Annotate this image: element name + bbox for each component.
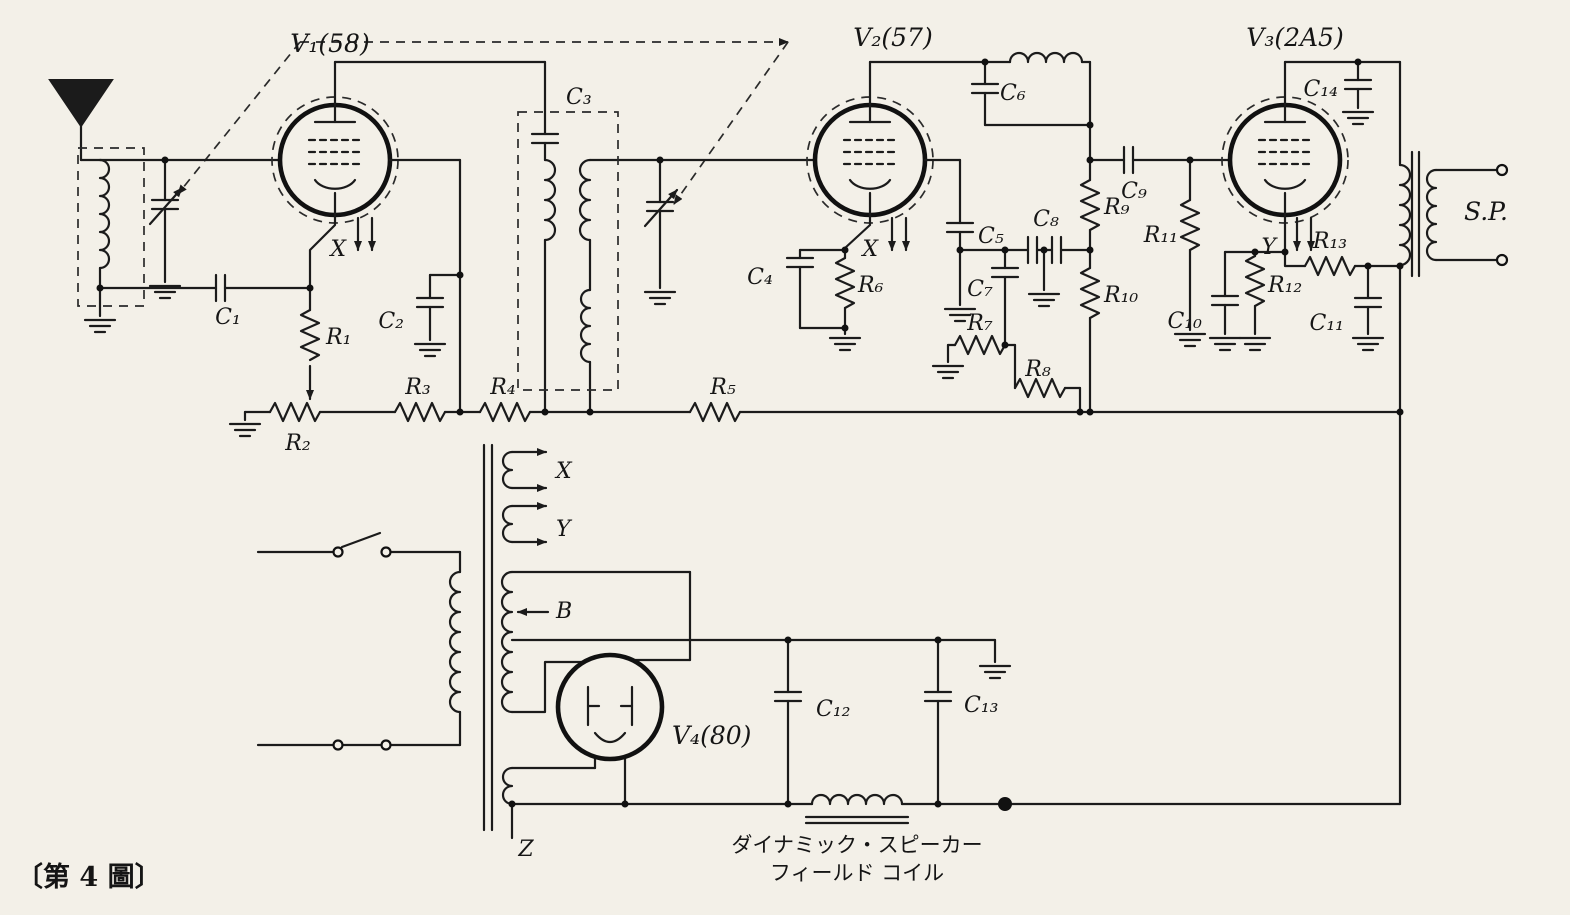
capacitor-c1: [98, 273, 312, 303]
label-c12: C₁₂: [816, 697, 850, 722]
field-coil: [810, 793, 904, 806]
label-c3: C₃: [566, 85, 592, 110]
label-c4: C₄: [747, 265, 773, 290]
pt-primary-coil: [448, 570, 462, 714]
label-field-coil-line1: ダイナミック・スピーカー: [731, 833, 982, 857]
label-c9: C₉: [1121, 179, 1147, 204]
label-v2: V₂(57): [853, 23, 932, 52]
plate-load-coil: [1008, 51, 1084, 64]
label-v4: V₄(80): [672, 721, 751, 750]
if-secondary-coil: [578, 158, 592, 242]
junction-dots: [96, 58, 1404, 808]
label-c5: C₅: [978, 224, 1004, 249]
power-supply: X Y B Z V₄(80) C₁₂ C₁₃ ダイナミック・スピーカー フィール…: [256, 443, 1402, 885]
output-transformer: S.P.: [1398, 150, 1509, 806]
label-v3: V₃(2A5): [1246, 23, 1343, 52]
v1-heater-leads: [354, 216, 376, 252]
speaker-terminal-top: [1495, 163, 1509, 177]
label-winding-y: Y: [556, 517, 573, 542]
tuning-capacitor-1: [148, 158, 184, 284]
label-c8: C₈: [1033, 207, 1059, 232]
tube-v1: [280, 105, 390, 215]
label-r11: R₁₁: [1143, 223, 1178, 248]
label-r13: R₁₃: [1312, 229, 1347, 254]
if-primary-coil: [543, 158, 557, 242]
label-c7: C₇: [967, 277, 993, 302]
label-r1: R₁: [325, 325, 351, 350]
bias-bus: R₂ R₃ R₄ R₅: [228, 375, 1402, 456]
label-c11: C₁₁: [1310, 311, 1344, 336]
solder-blob: [998, 797, 1012, 811]
label-c6: C₆: [1000, 81, 1026, 106]
pt-y-winding: [501, 504, 514, 544]
line-terminal: [380, 739, 392, 751]
v1-stage: V₁(58) X R₁ C₂: [271, 29, 547, 414]
if-transformer: C₃: [517, 60, 817, 414]
tube-v4: [558, 655, 662, 759]
label-field-coil-line2: フィールド コイル: [770, 861, 944, 885]
v3-stage: V₃(2A5) Y: [1168, 23, 1402, 352]
label-c2: C₂: [378, 309, 404, 334]
switch-terminal: [380, 546, 392, 558]
pt-filament-winding: [501, 766, 514, 806]
label-winding-x: X: [554, 459, 573, 484]
label-r8: R₈: [1024, 357, 1051, 382]
tube-v2: [815, 105, 925, 215]
gang-tuning-link: [177, 38, 789, 205]
switch-terminal: [332, 546, 344, 558]
label-r7: R₇: [966, 311, 993, 336]
label-r4: R₄: [489, 375, 515, 400]
label-v1-heater-x: X: [328, 237, 347, 262]
v3-heater-leads: [1293, 216, 1315, 252]
label-c10: C₁₀: [1168, 309, 1203, 334]
label-r5: R₅: [709, 375, 736, 400]
coupling-network: C₅ C₈ C₇ R₇ R₈ R₉ R₁₀ C₉ R₁₁: [931, 123, 1232, 414]
v2-heater-leads: [888, 216, 910, 252]
label-v3-heater-y: Y: [1261, 235, 1278, 260]
output-secondary-coil: [1425, 168, 1438, 262]
label-v1: V₁(58): [290, 29, 369, 58]
label-c1: C₁: [215, 305, 241, 330]
if-tertiary-coil: [579, 288, 592, 364]
line-terminal: [332, 739, 344, 751]
tuning-capacitor-2: [643, 158, 679, 290]
label-r2: R₂: [284, 431, 310, 456]
tube-v3: [1230, 105, 1340, 215]
label-winding-b: B: [555, 599, 572, 624]
label-r10: R₁₀: [1103, 283, 1138, 308]
v2-stage: V₂(57) X C₆ C₄ R₆: [747, 23, 1092, 352]
label-speaker: S.P.: [1464, 197, 1508, 226]
label-winding-z: Z: [517, 837, 534, 862]
label-r9: R₉: [1103, 195, 1130, 220]
label-v2-heater-x: X: [860, 237, 879, 262]
label-r3: R₃: [404, 375, 430, 400]
label-c14: C₁₄: [1304, 77, 1338, 102]
antenna-icon: [48, 79, 114, 128]
antenna-coil-shield-box: [77, 147, 145, 307]
if-transformer-shield-box: [517, 111, 619, 391]
output-primary-coil: [1398, 163, 1412, 267]
label-c13: C₁₃: [964, 693, 998, 718]
label-r6: R₆: [857, 273, 884, 298]
antenna-section: C₁: [48, 79, 312, 334]
pt-b-winding: [500, 570, 514, 714]
antenna-coil: [98, 158, 111, 270]
speaker-terminal-bottom: [1495, 253, 1509, 267]
pt-x-winding: [501, 450, 514, 490]
figure-caption: 〔第 4 圖〕: [16, 861, 162, 893]
label-r12: R₁₂: [1267, 273, 1302, 298]
